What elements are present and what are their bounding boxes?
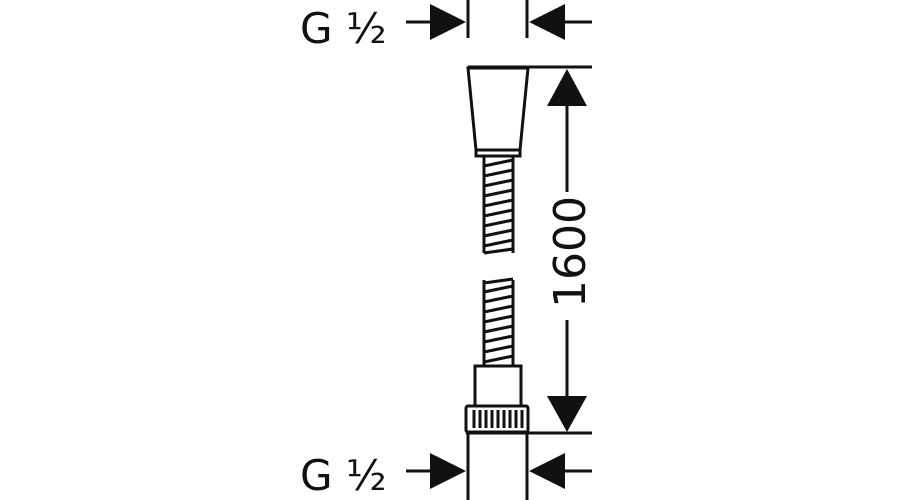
length-dimension-line [547,69,587,432]
length-dimension-label: 1600 [545,196,596,308]
top-thread-label: G ½ [300,4,387,53]
upper-hose-section [482,156,515,255]
top-pipe [466,0,529,38]
lower-hose-section [482,277,515,366]
top-fitting [466,65,592,158]
top-width-dimension [406,4,592,40]
bottom-pipe [466,434,529,500]
bottom-thread-label: G ½ [300,451,387,500]
bottom-width-dimension [406,453,592,489]
bottom-fitting [464,364,592,435]
